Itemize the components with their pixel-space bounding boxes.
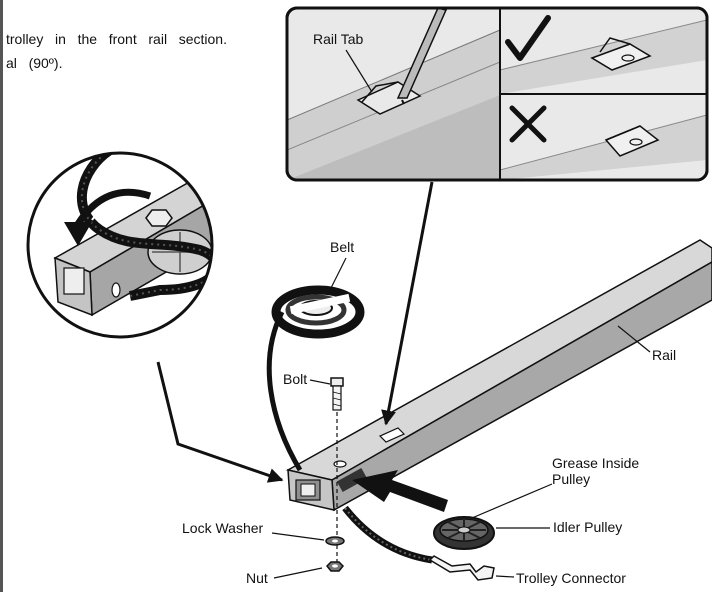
label-rail-tab: Rail Tab	[313, 31, 364, 47]
instruction-line-2: al (90º).	[6, 55, 62, 71]
x-mark-icon	[509, 105, 547, 143]
label-lock-washer: Lock Washer	[182, 520, 264, 536]
label-grease-inside-line1: Grease Inside	[552, 455, 639, 471]
nut	[325, 561, 345, 572]
label-trolley-connector: Trolley Connector	[516, 570, 626, 586]
rail-assembly	[285, 239, 712, 512]
page-edge-bar	[0, 0, 3, 592]
label-grease-inside-line2: Pulley	[552, 471, 590, 487]
lock-washer	[325, 536, 345, 546]
label-bolt: Bolt	[283, 371, 307, 387]
rail-tab-leader-arrow	[381, 181, 434, 426]
insert-arrow	[352, 470, 448, 512]
belt-detail-magnifier	[26, 151, 214, 339]
label-rail: Rail	[652, 347, 676, 363]
idler-pulley	[433, 516, 495, 550]
instruction-line-1: trolley in the front rail section.	[6, 31, 227, 47]
label-belt: Belt	[330, 239, 354, 255]
trolley-connector	[428, 555, 495, 581]
detail-leader-arrow	[156, 361, 284, 483]
rail-tab-inset-panel: Rail Tab	[285, 6, 709, 182]
belt	[266, 285, 433, 564]
label-nut: Nut	[246, 570, 268, 586]
checkmark-icon	[505, 15, 551, 61]
label-idler-pulley: Idler Pulley	[553, 519, 622, 535]
bolt	[330, 377, 344, 411]
